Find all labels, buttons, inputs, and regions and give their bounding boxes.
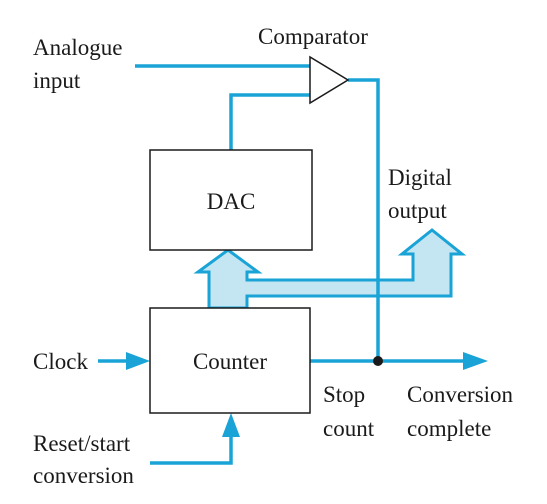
junction-dot bbox=[373, 356, 383, 366]
counter-label: Counter bbox=[193, 349, 267, 374]
data-bus bbox=[193, 228, 467, 310]
conversion-complete-label-line1: Conversion bbox=[407, 382, 514, 407]
conversion-arrowhead bbox=[463, 352, 488, 370]
comparator-label: Comparator bbox=[258, 24, 368, 49]
reset-arrowhead bbox=[222, 413, 240, 437]
reset-start-label-line2: conversion bbox=[33, 463, 134, 488]
comparator-symbol bbox=[309, 55, 350, 105]
analogue-input-label-line2: input bbox=[33, 68, 81, 93]
counter-block bbox=[149, 307, 311, 414]
digital-output-label-line1: Digital bbox=[388, 165, 452, 190]
reset-wire bbox=[150, 435, 233, 465]
clock-label: Clock bbox=[33, 349, 88, 374]
stop-count-label-line2: count bbox=[323, 416, 375, 441]
dac-to-comparator-wire bbox=[229, 93, 310, 150]
conversion-complete-label-line2: complete bbox=[407, 416, 491, 441]
clock-arrowhead bbox=[126, 352, 150, 370]
digital-output-label-line2: output bbox=[388, 198, 447, 223]
stop-count-label-line1: Stop bbox=[323, 382, 365, 407]
comparator-output-wire bbox=[348, 78, 380, 361]
analogue-input-label-line1: Analogue bbox=[33, 35, 122, 60]
reset-start-label-line1: Reset/start bbox=[33, 431, 131, 456]
dac-label: DAC bbox=[207, 189, 256, 214]
dac-block bbox=[149, 149, 313, 251]
